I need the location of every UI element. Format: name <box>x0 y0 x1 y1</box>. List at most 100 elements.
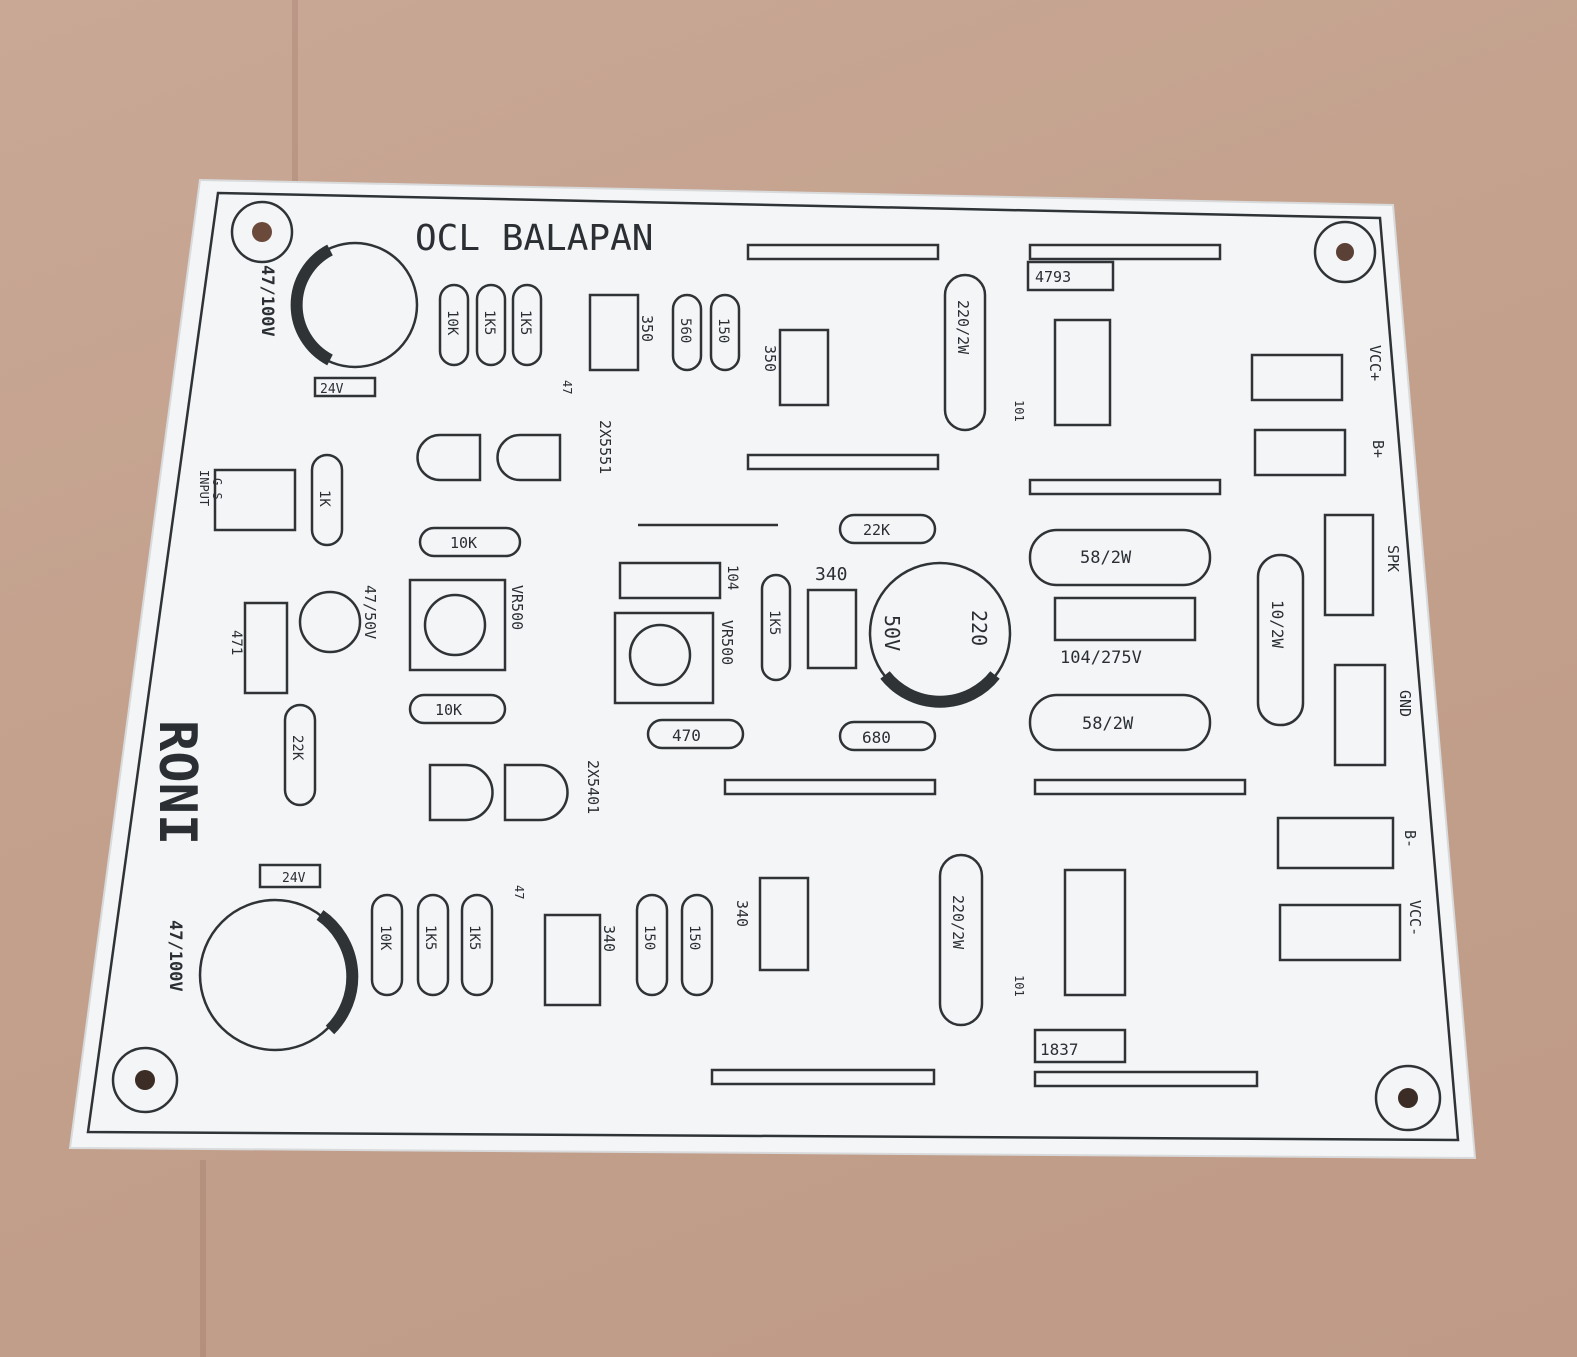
label: 350 <box>761 345 779 372</box>
label: 471 <box>228 630 244 655</box>
ceramic-capacitor-icon <box>618 561 722 600</box>
cardboard-fold-vertical <box>292 0 298 190</box>
label: VR500 <box>508 585 526 630</box>
to92-transistor-icon <box>496 433 562 482</box>
label: 10K <box>444 310 460 336</box>
label: 1K <box>316 490 332 507</box>
transistor-icon <box>778 328 830 407</box>
resistor-icon <box>838 513 937 545</box>
label: 2X5551 <box>596 420 614 474</box>
label: 104 <box>724 565 740 590</box>
resistor-icon <box>709 293 741 372</box>
label: 22K <box>289 735 305 761</box>
label: 220 <box>967 610 991 646</box>
to92-transistor-icon <box>416 433 482 482</box>
board-title: OCL BALAPAN <box>415 218 653 259</box>
mount-hole-icon <box>1374 1064 1442 1132</box>
label: 50V <box>880 615 904 651</box>
label: 47/50V <box>361 585 379 639</box>
electrolytic-capacitor-icon <box>198 898 359 1052</box>
resistor-icon <box>416 893 450 997</box>
label: 10K <box>377 925 393 951</box>
label: 340 <box>815 564 848 585</box>
terminal-block-icon <box>1278 903 1402 962</box>
resistor-icon <box>408 693 507 725</box>
label: 104/275V <box>1060 648 1142 668</box>
label: 47 <box>512 885 526 899</box>
resistor-icon <box>635 893 669 997</box>
zener-diode-icon <box>258 863 322 889</box>
label: 58/2W <box>1080 548 1132 568</box>
label: 47 <box>560 380 574 394</box>
electrolytic-capacitor-icon <box>290 241 419 369</box>
terminal-block-icon <box>1253 428 1347 477</box>
terminal-block-icon <box>1323 513 1375 617</box>
label: 4793 <box>1035 268 1071 286</box>
electrolytic-capacitor-icon <box>868 561 1012 708</box>
label: VR500 <box>718 620 736 665</box>
label: 340 <box>600 925 618 952</box>
transistor-icon <box>588 293 640 372</box>
label: 58/2W <box>1082 714 1134 734</box>
label: 22K <box>863 521 890 539</box>
label: 1837 <box>1040 1040 1079 1059</box>
label: GND <box>1396 690 1414 717</box>
transistor-icon <box>1063 868 1127 997</box>
zener-diode-icon <box>313 376 377 398</box>
film-capacitor-icon <box>1053 596 1197 642</box>
resistor-icon <box>943 273 987 432</box>
resistor-icon <box>438 283 470 367</box>
resistor-icon <box>938 853 984 1027</box>
label: INPUT <box>197 470 211 506</box>
resistor-icon <box>283 703 317 807</box>
label: 2X5401 <box>584 760 602 814</box>
label: B- <box>1401 830 1419 848</box>
to92-transistor-icon <box>428 763 494 822</box>
label: VCC+ <box>1366 345 1384 381</box>
label: 150 <box>641 925 657 950</box>
cardboard-fold-bottom <box>200 1160 206 1357</box>
label: 1K5 <box>466 925 482 950</box>
resistor-icon <box>838 720 937 752</box>
ceramic-capacitor-icon <box>243 601 289 695</box>
label: 24V <box>282 871 306 886</box>
resistor-icon <box>646 718 745 750</box>
board-outline <box>86 191 1460 1142</box>
transistor-icon <box>1053 318 1112 427</box>
label: 101 <box>1012 400 1026 422</box>
resistor-icon <box>460 893 494 997</box>
resistor-icon <box>475 283 507 367</box>
label: 10K <box>450 534 477 552</box>
label: 1K5 <box>766 610 782 635</box>
label: 47/100V <box>165 920 185 992</box>
label: B+ <box>1369 440 1387 458</box>
resistor-icon <box>680 893 714 997</box>
label: 680 <box>862 728 891 747</box>
mount-hole-icon <box>111 1046 179 1114</box>
transistor-icon <box>543 913 602 1007</box>
label: 1K5 <box>422 925 438 950</box>
label: 220/2W <box>949 895 967 950</box>
board-substrate <box>68 178 1477 1160</box>
author-label: RONI <box>147 720 207 845</box>
resistor-icon <box>418 526 522 558</box>
to92-transistor-icon <box>503 763 569 822</box>
resistor-icon <box>310 453 344 547</box>
label: 47/100V <box>257 265 277 337</box>
label: SPK <box>1384 545 1402 572</box>
electrolytic-capacitor-icon <box>298 590 362 654</box>
label: 560 <box>677 318 693 343</box>
heatsink-outline-icon <box>746 243 1222 496</box>
label: 340 <box>733 900 751 927</box>
label: 150 <box>686 925 702 950</box>
resistor-icon <box>511 283 543 367</box>
power-resistor-icon <box>1028 693 1212 752</box>
heatsink-outline-icon <box>710 778 1259 1088</box>
label: 10K <box>435 701 462 719</box>
resistor-icon <box>671 293 703 372</box>
trimmer-potentiometer-icon <box>408 578 507 672</box>
label: 24V <box>320 382 344 397</box>
label: 470 <box>672 726 701 745</box>
power-resistor-icon <box>1028 528 1212 587</box>
